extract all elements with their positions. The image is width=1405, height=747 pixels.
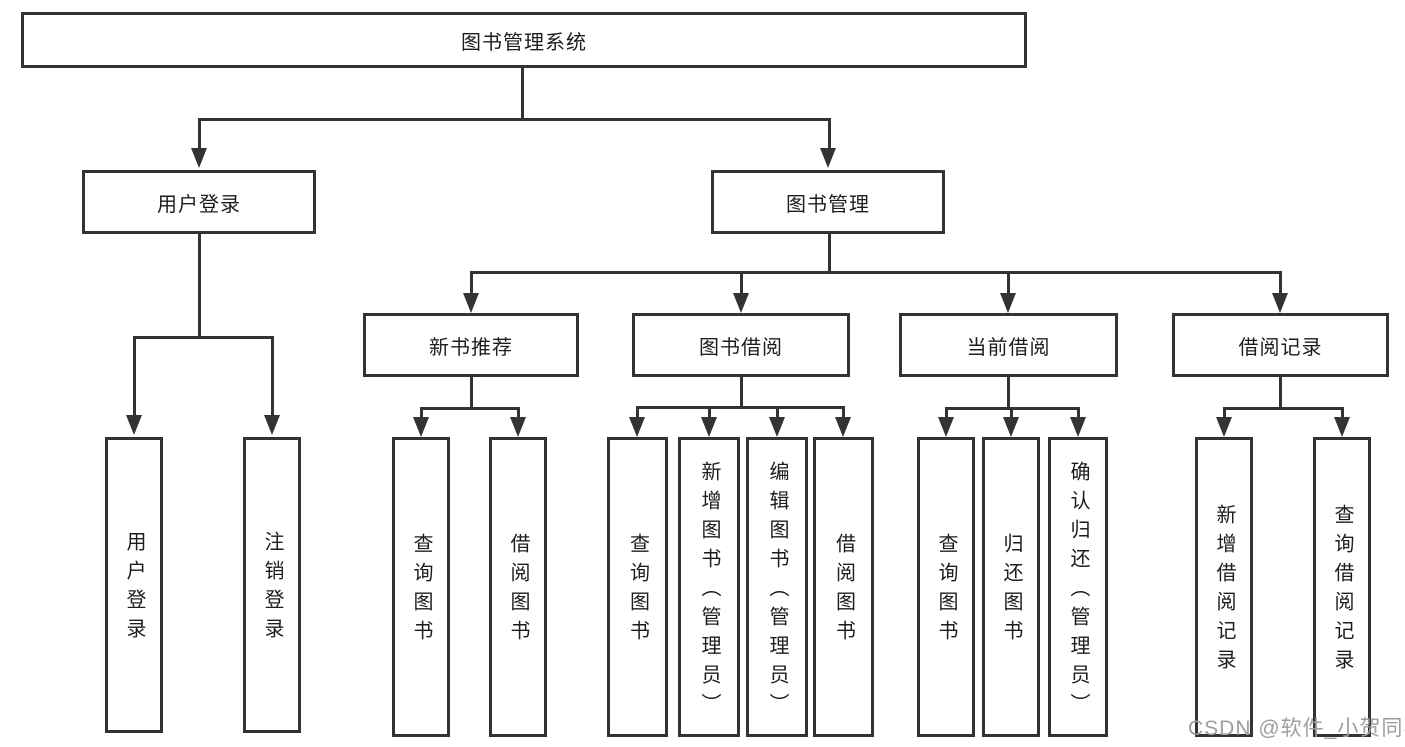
arrowhead-down-icon <box>769 417 785 437</box>
arrowhead-down-icon <box>733 293 749 313</box>
connector-line <box>1010 407 1013 417</box>
arrowhead-down-icon <box>413 417 429 437</box>
connector-line <box>636 406 845 409</box>
connector-line <box>740 271 743 293</box>
leaf-confirm-return-admin: 确认归还（管理员） <box>1048 437 1108 737</box>
node-label: 当前借阅 <box>966 336 1051 359</box>
leaf-user-login: 用户登录 <box>105 437 163 733</box>
connector-line <box>740 377 743 406</box>
connector-line <box>420 407 423 417</box>
arrowhead-down-icon <box>1003 417 1019 437</box>
connector-line <box>1223 407 1344 410</box>
connector-line <box>133 336 136 415</box>
leaf-label: 注销登录 <box>261 531 283 647</box>
leaf-borrow-books: 借阅图书 <box>813 437 874 737</box>
node-label: 图书借阅 <box>699 336 783 359</box>
arrowhead-down-icon <box>126 415 142 435</box>
connector-line <box>517 407 520 417</box>
node-label: 图书管理系统 <box>461 31 587 54</box>
leaf-label: 借阅图书 <box>507 533 529 649</box>
connector-line <box>521 68 524 118</box>
arrowhead-down-icon <box>820 148 836 168</box>
connector-line <box>420 407 520 410</box>
connector-line <box>1341 407 1344 417</box>
arrowhead-down-icon <box>191 148 207 168</box>
leaf-query-books: 查询图书 <box>607 437 668 737</box>
arrowhead-down-icon <box>1216 417 1232 437</box>
connector-line <box>1279 271 1282 293</box>
connector-line <box>636 406 639 417</box>
connector-line <box>828 234 831 271</box>
leaf-logout: 注销登录 <box>243 437 301 733</box>
connector-line <box>470 377 473 407</box>
arrowhead-down-icon <box>1000 293 1016 313</box>
connector-line <box>1279 377 1282 407</box>
leaf-add-borrow-record: 新增借阅记录 <box>1195 437 1253 737</box>
leaf-label: 用户登录 <box>123 531 145 647</box>
node-new-book-recommend: 新书推荐 <box>363 313 579 377</box>
node-label: 用户登录 <box>157 193 241 216</box>
node-book-management: 图书管理 <box>711 170 945 234</box>
arrowhead-down-icon <box>938 417 954 437</box>
node-label: 新书推荐 <box>429 336 513 359</box>
connector-line <box>945 407 948 417</box>
leaf-label: 编辑图书（管理员） <box>766 460 788 722</box>
arrowhead-down-icon <box>1070 417 1086 437</box>
leaf-label: 借阅图书 <box>832 533 855 649</box>
leaf-label: 归还图书 <box>1000 533 1022 649</box>
node-label: 借阅记录 <box>1238 336 1323 359</box>
leaf-query-books: 查询图书 <box>917 437 975 737</box>
arrowhead-down-icon <box>701 417 717 437</box>
leaf-label: 新增图书（管理员） <box>698 460 720 722</box>
leaf-label: 查询图书 <box>935 533 957 649</box>
leaf-query-borrow-record: 查询借阅记录 <box>1313 437 1371 737</box>
connector-line <box>828 118 831 148</box>
connector-line <box>1007 377 1010 407</box>
connector-line <box>198 118 831 121</box>
leaf-query-books: 查询图书 <box>392 437 450 737</box>
arrowhead-down-icon <box>1334 417 1350 437</box>
node-label: 图书管理 <box>786 193 870 216</box>
connector-line <box>470 271 473 293</box>
arrowhead-down-icon <box>264 415 280 435</box>
connector-line <box>470 271 1282 274</box>
arrowhead-down-icon <box>629 417 645 437</box>
connector-line <box>776 406 779 417</box>
leaf-return-books: 归还图书 <box>982 437 1040 737</box>
leaf-label: 查询借阅记录 <box>1331 504 1353 678</box>
arrowhead-down-icon <box>510 417 526 437</box>
connector-line <box>198 118 201 148</box>
arrowhead-down-icon <box>1272 293 1288 313</box>
leaf-label: 查询图书 <box>626 533 649 649</box>
connector-line <box>1077 407 1080 417</box>
arrowhead-down-icon <box>835 417 851 437</box>
arrowhead-down-icon <box>463 293 479 313</box>
connector-line <box>133 336 274 339</box>
watermark: CSDN @软件_小贺同学 <box>1188 717 1405 740</box>
leaf-label: 查询图书 <box>410 533 432 649</box>
connector-line <box>842 406 845 417</box>
connector-line <box>271 336 274 415</box>
node-borrow-records: 借阅记录 <box>1172 313 1389 377</box>
connector-line <box>198 234 201 336</box>
node-user-login: 用户登录 <box>82 170 316 234</box>
leaf-label: 确认归还（管理员） <box>1067 460 1089 722</box>
node-library-system: 图书管理系统 <box>21 12 1027 68</box>
leaf-label: 新增借阅记录 <box>1213 504 1235 678</box>
leaf-add-books-admin: 新增图书（管理员） <box>678 437 740 737</box>
connector-line <box>1007 271 1010 293</box>
leaf-borrow-books: 借阅图书 <box>489 437 547 737</box>
node-current-borrow: 当前借阅 <box>899 313 1118 377</box>
leaf-edit-books-admin: 编辑图书（管理员） <box>746 437 808 737</box>
connector-line <box>708 406 711 417</box>
connector-line <box>1223 407 1226 417</box>
node-book-borrow: 图书借阅 <box>632 313 850 377</box>
